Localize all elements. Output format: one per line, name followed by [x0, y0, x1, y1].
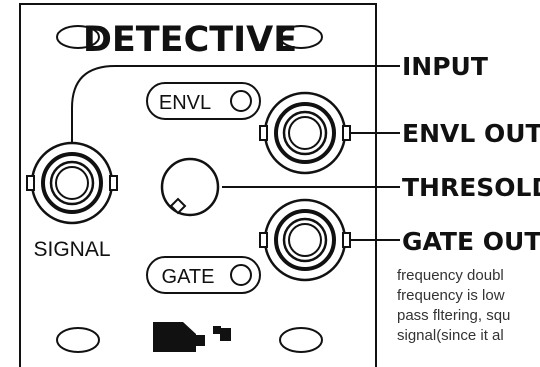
gate-button-label: GATE — [162, 266, 215, 288]
envl-button[interactable]: ENVL — [146, 82, 261, 120]
gate-button[interactable]: GATE — [146, 256, 261, 294]
callout-envl-out-label: ENVL OUT — [402, 119, 540, 148]
gate-out-jack[interactable] — [259, 198, 351, 282]
envl-out-jack[interactable] — [259, 91, 351, 175]
brand-logo — [153, 322, 231, 352]
module-title: DETECTIVE — [83, 20, 297, 60]
description-line: signal(since it al — [397, 327, 504, 344]
mounting-hole-bottom-right — [279, 327, 323, 353]
description-line: frequency doubl — [397, 267, 504, 284]
callout-input-label: INPUT — [402, 52, 488, 81]
envl-button-label: ENVL — [159, 92, 211, 114]
mounting-hole-top-left — [56, 25, 100, 49]
description-text: frequency doubl frequency is low pass fl… — [397, 266, 540, 367]
mounting-hole-bottom-left — [56, 327, 100, 353]
envl-led-indicator — [230, 90, 252, 112]
callout-gate-out-label: GATE OUT — [402, 227, 540, 256]
mounting-hole-top-right — [279, 25, 323, 49]
gate-led-indicator — [230, 264, 252, 286]
description-line: pass fltering, squ — [397, 307, 511, 324]
description-line: frequency is low — [397, 287, 505, 304]
signal-input-jack[interactable] — [26, 141, 118, 225]
input-leader-line — [71, 65, 400, 146]
signal-jack-label: SIGNAL — [33, 238, 110, 261]
callout-lines — [71, 65, 400, 241]
threshold-knob[interactable] — [160, 157, 220, 217]
callout-threshold-label: THRESOLD — [402, 173, 540, 202]
